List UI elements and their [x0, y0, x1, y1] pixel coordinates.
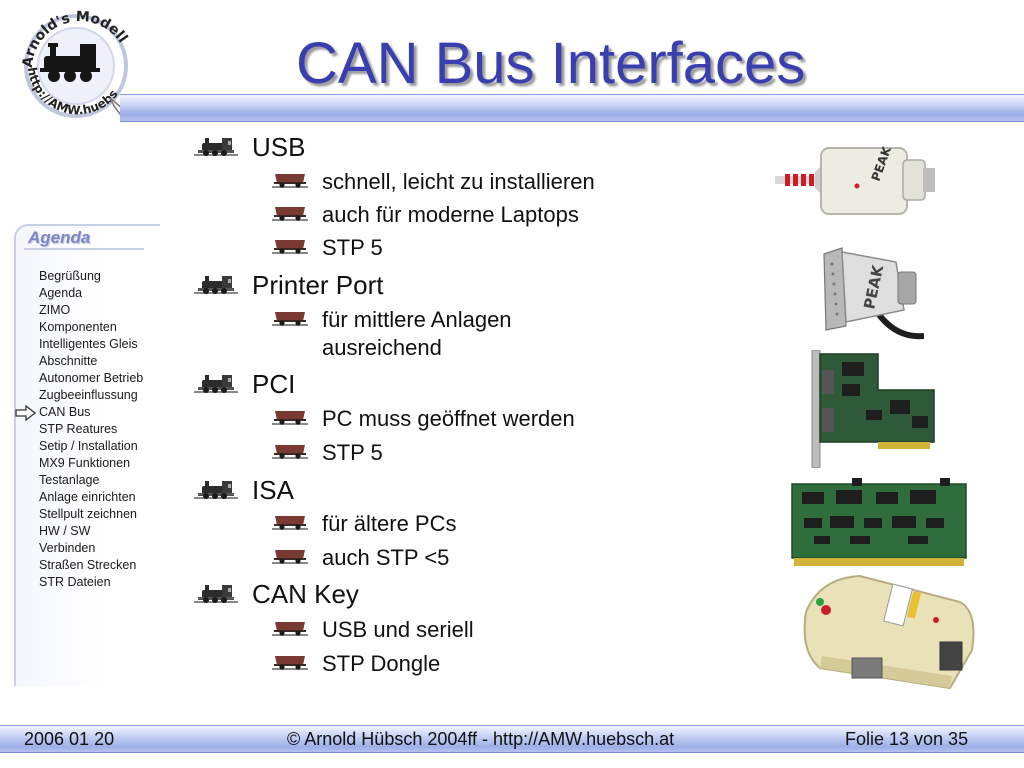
bullet-point: schnell, leicht zu installieren — [272, 168, 595, 196]
freight-wagon-icon — [272, 240, 308, 254]
agenda-item[interactable]: Testanlage — [39, 473, 100, 487]
logo-locomotive-icon — [40, 43, 100, 82]
agenda-item[interactable]: Abschnitte — [39, 354, 98, 368]
bullet-text: USB und seriell — [322, 617, 474, 642]
agenda-item[interactable]: Agenda — [39, 286, 83, 300]
agenda-item[interactable]: Autonomer Betrieb — [39, 371, 144, 385]
bullet-title: Printer Port — [252, 270, 384, 300]
bullet-point: STP 5 — [272, 439, 383, 467]
freight-wagon-icon — [272, 312, 308, 326]
agenda-list: Begrüßung Agenda ZIMO Komponenten Intell… — [39, 268, 143, 591]
bullet-printer-port: Printer Port — [194, 270, 384, 301]
freight-wagon-icon — [272, 550, 308, 564]
arnolds-modell-web-logo: Arnold's Modell WEB http://AMW.huebsch.a… — [14, 6, 138, 122]
bullet-pci: PCI — [194, 369, 295, 400]
bullet-point: auch STP <5 — [272, 544, 449, 572]
bullet-usb: USB — [194, 132, 305, 163]
page-title: CAN Bus Interfaces — [296, 31, 806, 96]
agenda-item[interactable]: Komponenten — [39, 320, 117, 334]
footer-slide-number: Folie 13 von 35 — [845, 729, 969, 749]
bullet-text: PC muss geöffnet werden — [322, 406, 575, 431]
agenda-item[interactable]: STP Reatures — [39, 422, 118, 436]
bullet-text: für mittlere Anlagen ausreichend — [322, 307, 512, 360]
printer-port-adapter-image: PEAK — [823, 247, 924, 340]
bullet-can-key: CAN Key — [194, 579, 359, 610]
agenda-item[interactable]: Zugbeeinflussung — [39, 388, 138, 402]
pci-card-image — [811, 350, 935, 468]
bullet-point: USB und seriell — [272, 616, 474, 644]
steam-locomotive-icon — [194, 138, 238, 156]
bullet-isa: ISA — [194, 475, 294, 506]
bullet-point: STP Dongle — [272, 650, 440, 678]
title-bar — [120, 94, 1024, 122]
freight-wagon-icon — [272, 622, 308, 636]
freight-wagon-icon — [272, 516, 308, 530]
agenda-divider — [24, 248, 144, 250]
agenda-item[interactable]: Intelligentes Gleis — [39, 337, 138, 351]
bullet-title: ISA — [252, 475, 294, 505]
freight-wagon-icon — [272, 445, 308, 459]
bullet-point: für mittlere Anlagen ausreichend — [272, 306, 572, 362]
bullet-text: auch für moderne Laptops — [322, 202, 579, 227]
agenda-item-current[interactable]: CAN Bus — [39, 405, 91, 419]
footer-bar — [0, 725, 1024, 753]
bullet-text: STP 5 — [322, 440, 383, 465]
steam-locomotive-icon — [194, 276, 238, 294]
bullet-text: STP 5 — [322, 235, 383, 260]
bullet-text: auch STP <5 — [322, 545, 450, 570]
freight-wagon-icon — [272, 411, 308, 425]
agenda-item[interactable]: Setip / Installation — [39, 439, 138, 453]
footer-date: 2006 01 20 — [24, 729, 115, 749]
bullet-point: auch für moderne Laptops — [272, 201, 579, 229]
freight-wagon-icon — [272, 207, 308, 221]
agenda-item[interactable]: MX9 Funktionen — [39, 456, 131, 470]
steam-locomotive-icon — [194, 481, 238, 499]
steam-locomotive-icon — [194, 585, 238, 603]
agenda-panel — [14, 224, 160, 686]
bullet-point: für ältere PCs — [272, 510, 457, 538]
bullet-text: schnell, leicht zu installieren — [322, 169, 595, 194]
freight-wagon-icon — [272, 656, 308, 670]
agenda-item[interactable]: Straßen Strecken — [39, 558, 137, 572]
agenda-item[interactable]: Anlage einrichten — [39, 490, 136, 504]
agenda-item[interactable]: STR Dateien — [39, 575, 111, 589]
bullet-text: STP Dongle — [322, 651, 441, 676]
agenda-heading: Agenda — [28, 228, 91, 247]
can-key-image — [803, 574, 975, 690]
hollow-arrow-right-icon — [15, 405, 37, 421]
usb-adapter-image: PEAK — [775, 144, 935, 215]
agenda-item[interactable]: Verbinden — [39, 541, 96, 555]
bullet-title: USB — [252, 132, 306, 162]
freight-wagon-icon — [272, 174, 308, 188]
agenda-item[interactable]: ZIMO — [39, 303, 71, 317]
isa-card-image — [791, 478, 967, 566]
agenda-item[interactable]: Stellpult zeichnen — [39, 507, 137, 521]
bullet-point: PC muss geöffnet werden — [272, 405, 575, 433]
bullet-point: STP 5 — [272, 234, 383, 262]
agenda-item[interactable]: HW / SW — [39, 524, 91, 538]
steam-locomotive-icon — [194, 375, 238, 393]
bullet-title: PCI — [252, 369, 296, 399]
agenda-item[interactable]: Begrüßung — [39, 269, 101, 283]
bullet-title: CAN Key — [252, 579, 359, 609]
footer-copyright: © Arnold Hübsch 2004ff - http://AMW.hueb… — [287, 729, 675, 749]
bullet-text: für ältere PCs — [322, 511, 457, 536]
